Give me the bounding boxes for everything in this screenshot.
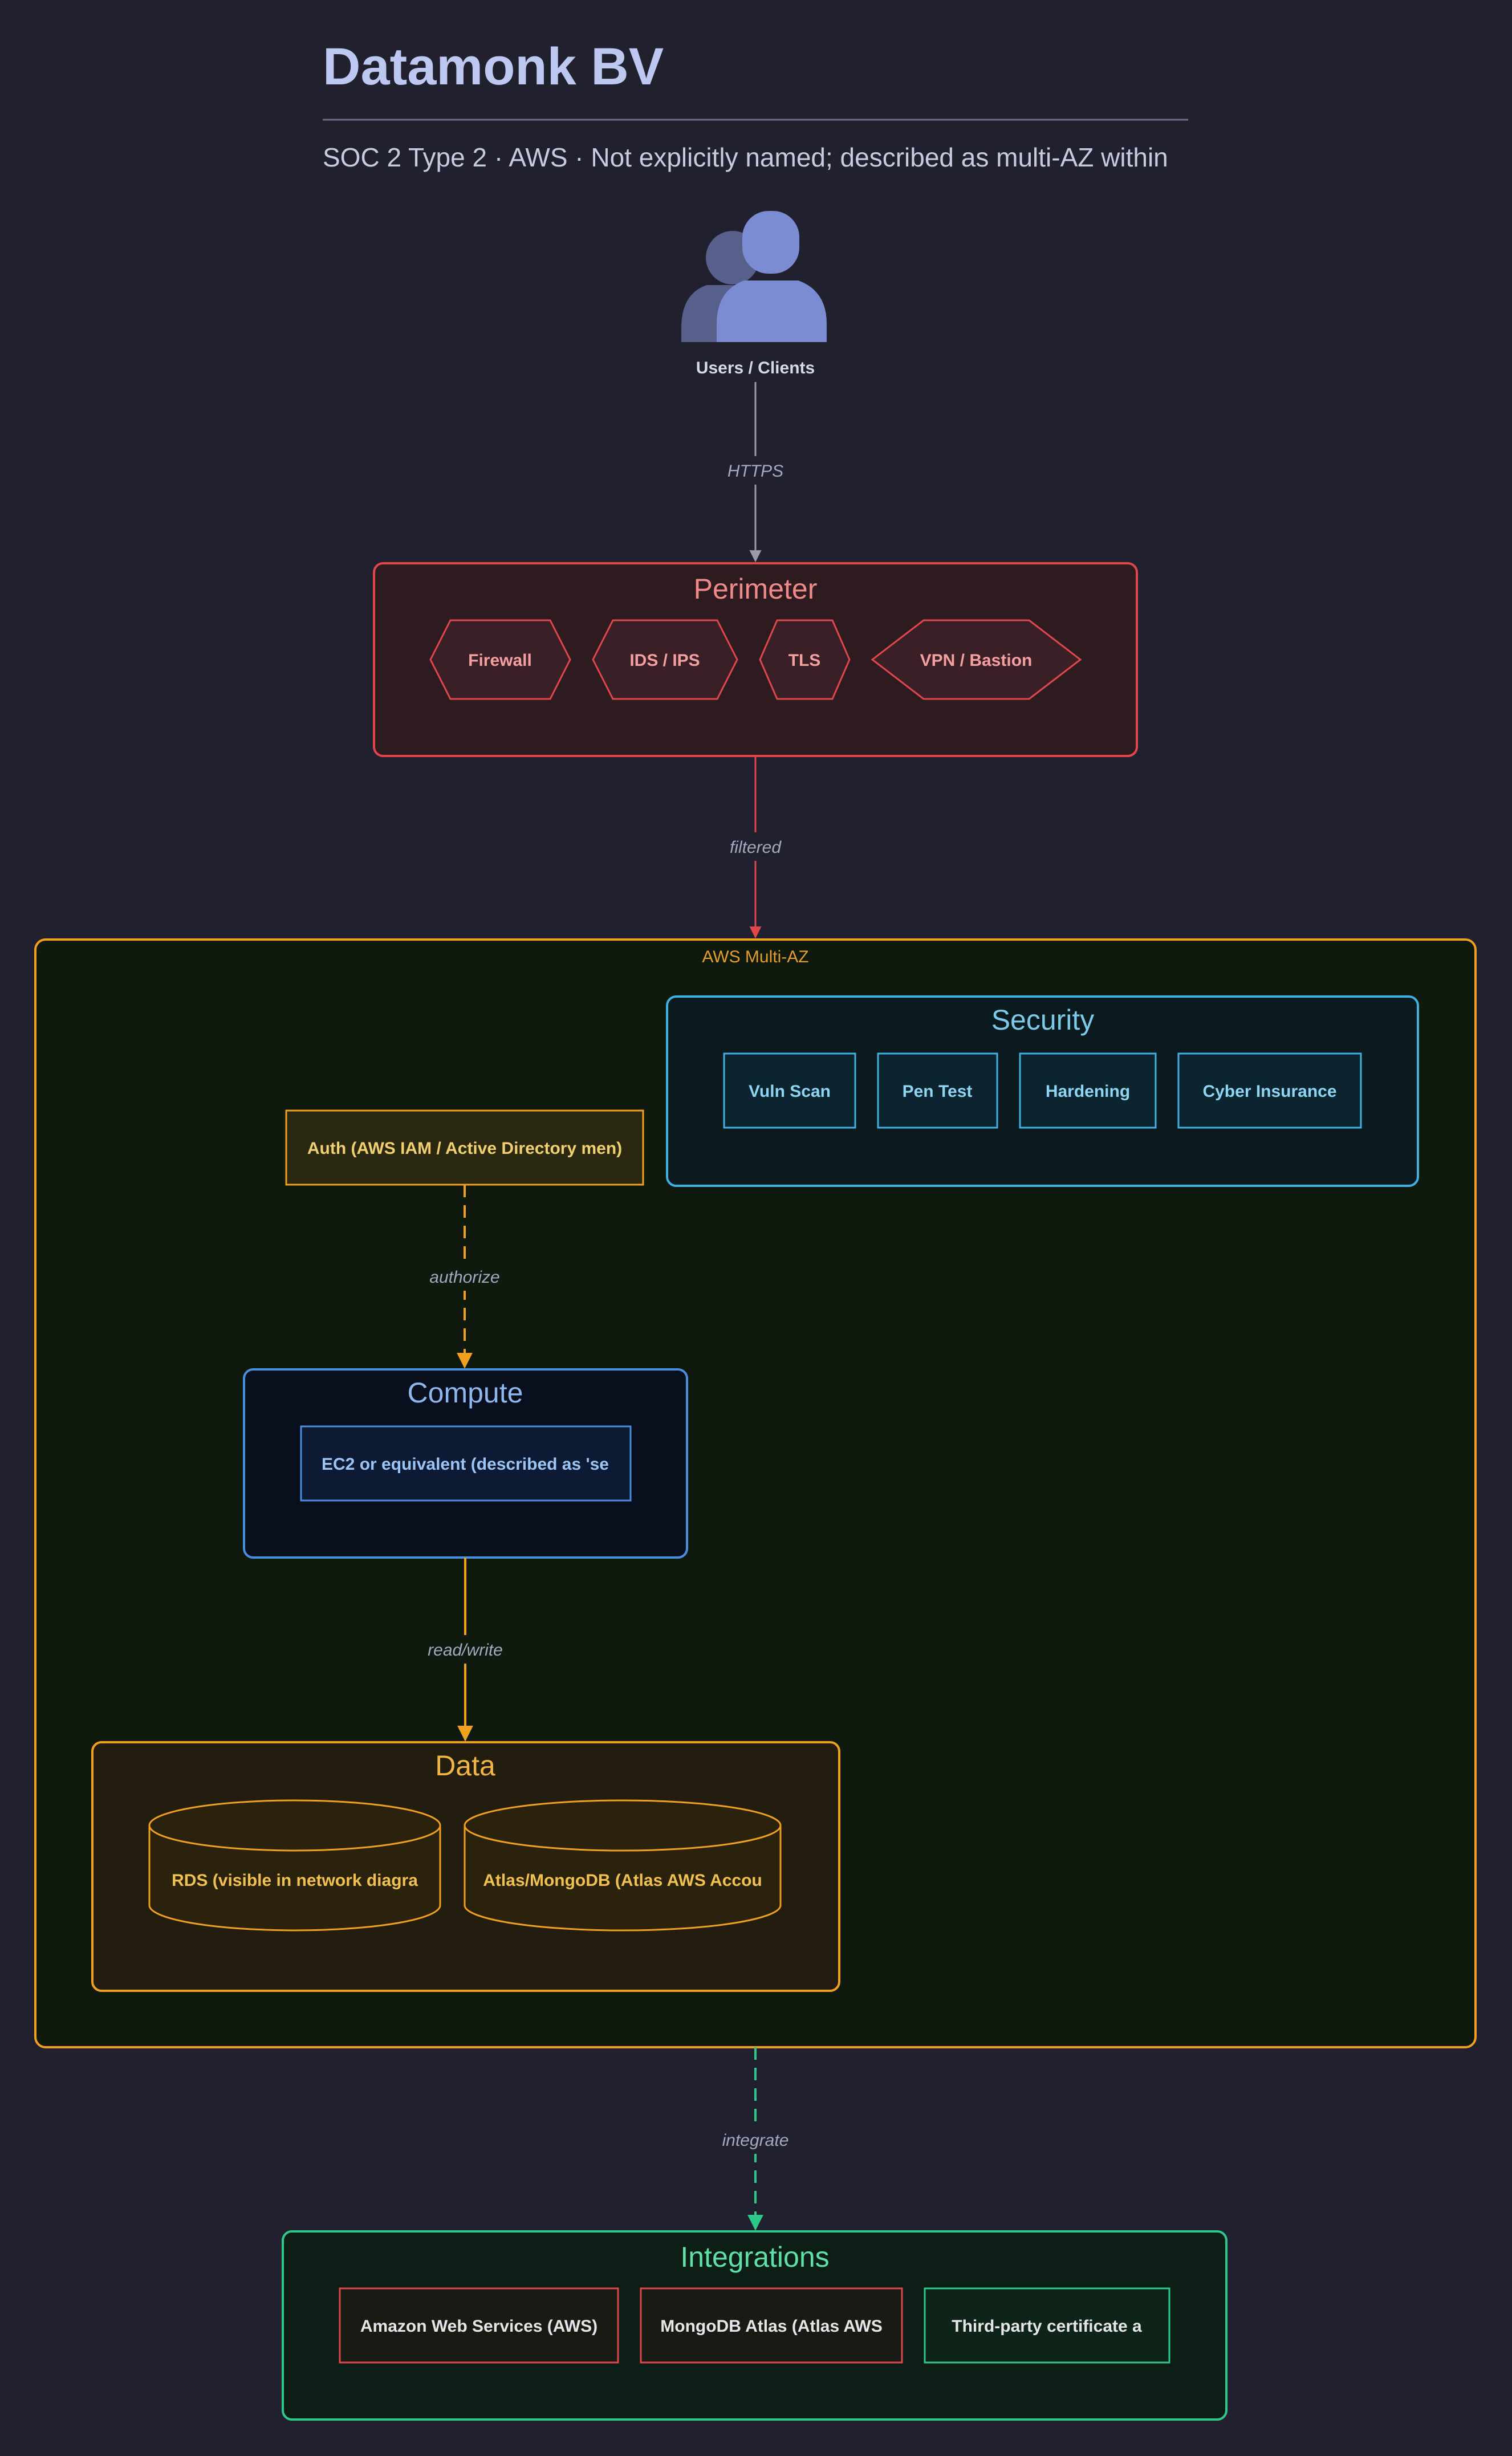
rds-store	[148, 1799, 441, 1932]
vuln-scan-label: Vuln Scan	[749, 1082, 831, 1101]
ec2-node	[300, 1425, 632, 1502]
compute-title: Compute	[408, 1377, 523, 1409]
compute-group: Compute EC2 or equivalent (described as …	[243, 1368, 688, 1559]
tls-node	[759, 619, 851, 700]
aws-integration-label: Amazon Web Services (AWS)	[360, 2317, 598, 2336]
firewall-label: Firewall	[468, 651, 532, 670]
edge-read-write-label-bg	[422, 1635, 509, 1664]
perimeter-title: Perimeter	[694, 573, 818, 605]
users-label: Users / Clients	[696, 359, 815, 377]
ids-ips-label: IDS / IPS	[629, 651, 700, 670]
third-party-certificate-label: Third-party certificate a	[952, 2317, 1142, 2336]
firewall-node	[429, 619, 571, 700]
hardening-label: Hardening	[1046, 1082, 1130, 1101]
third-party-certificate-node	[924, 2287, 1170, 2364]
atlas-mongodb-store	[464, 1799, 782, 1932]
page-subtitle: SOC 2 Type 2 · AWS · Not explicitly name…	[323, 143, 1168, 172]
page-title: Datamonk BV	[323, 38, 664, 96]
aws-integration-node	[339, 2287, 619, 2364]
security-group: Security Vuln Scan Pen Test Hardening Cy…	[666, 995, 1419, 1187]
hardening-node	[1019, 1052, 1157, 1129]
integrations-group: Integrations Amazon Web Services (AWS) M…	[282, 2230, 1228, 2421]
vpn-bastion-label: VPN / Bastion	[920, 651, 1033, 670]
edge-filtered-label: filtered	[730, 838, 782, 857]
edge-authorize-label-bg	[422, 1262, 507, 1291]
security-title: Security	[991, 1004, 1095, 1036]
edge-integrate-label-bg	[716, 2125, 795, 2154]
cyber-insurance-node	[1177, 1052, 1362, 1129]
mongodb-atlas-integration-label: MongoDB Atlas (Atlas AWS	[660, 2317, 882, 2336]
integrations-title: Integrations	[680, 2241, 829, 2273]
cyber-insurance-label: Cyber Insurance	[1202, 1082, 1336, 1101]
vuln-scan-node	[723, 1052, 856, 1129]
ids-ips-node	[592, 619, 738, 700]
rds-label: RDS (visible in network diagra	[172, 1871, 418, 1890]
edge-authorize-label: authorize	[429, 1268, 499, 1287]
pen-test-node	[877, 1052, 998, 1129]
users-icon	[681, 211, 827, 342]
mongodb-atlas-integration-node	[640, 2287, 903, 2364]
edge-https-label-bg	[724, 456, 787, 485]
edge-filtered-label-bg	[721, 832, 790, 861]
edge-https-label: HTTPS	[727, 462, 783, 481]
auth-label: Auth (AWS IAM / Active Directory men)	[307, 1139, 622, 1158]
edge-integrate-label: integrate	[722, 2131, 789, 2150]
atlas-mongodb-label: Atlas/MongoDB (Atlas AWS Accou	[483, 1871, 762, 1890]
perimeter-group: Perimeter Firewall IDS / IPS TLS VPN / B…	[373, 562, 1138, 757]
data-group: Data RDS (visible in network diagra Atla…	[91, 1741, 840, 1992]
aws-multi-az-label: AWS Multi-AZ	[702, 948, 808, 966]
ec2-label: EC2 or equivalent (described as 'se	[322, 1455, 609, 1474]
tls-label: TLS	[788, 651, 821, 670]
pen-test-label: Pen Test	[903, 1082, 973, 1101]
data-title: Data	[435, 1750, 495, 1782]
auth-node	[285, 1109, 644, 1186]
vpn-bastion-node	[871, 619, 1082, 700]
edge-read-write-label: read/write	[428, 1641, 503, 1660]
